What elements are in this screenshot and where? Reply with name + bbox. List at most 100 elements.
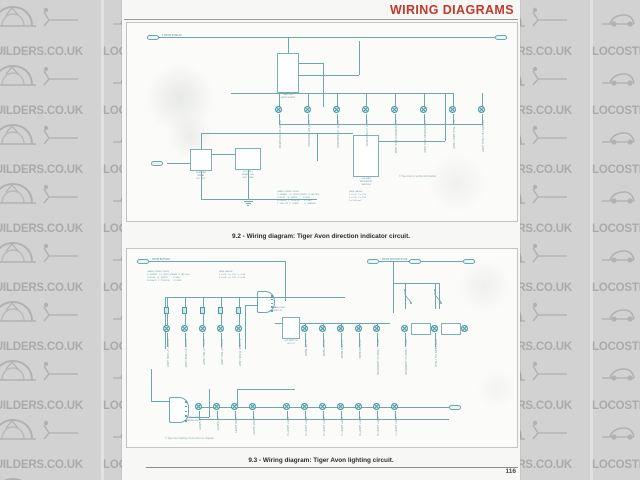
earth-point-10 (372, 402, 380, 410)
wire-segment (239, 333, 240, 347)
wire-segment (201, 133, 202, 149)
column-switch (353, 135, 379, 177)
earth-point-6-label: BODY EARTH 2 (304, 417, 308, 436)
switch-terminal (185, 405, 187, 408)
switch-terminal (185, 401, 187, 403)
figure-9-2-panel: 4 FROM FUSE A6 HAZ. SW SWITCH UNIT FLASH… (126, 22, 518, 222)
battery-terminal-label: FROM BATTERY (152, 258, 171, 262)
watermark-car-icon (0, 474, 80, 480)
wire-segment (317, 133, 318, 161)
wire-segment (201, 133, 317, 134)
watermark-tile: LOCOSTBUILDERS.CO.UK (0, 0, 100, 60)
wire-segment (305, 411, 306, 419)
wire-segment (167, 297, 168, 307)
fuse-5 (236, 307, 241, 314)
lighting-lamp-4 (216, 324, 224, 332)
switch-terminal (271, 310, 273, 312)
wire-segment (212, 154, 235, 155)
page-number: 116 (505, 468, 517, 475)
watermark-tile: LOCOSTBUILDERS.CO.UK (0, 59, 100, 119)
watermark-car-icon (600, 415, 640, 450)
indicator-lamp-2 (303, 105, 311, 113)
fuse-3 (200, 307, 205, 314)
wire-segment (221, 313, 222, 325)
wire-segment (308, 114, 309, 124)
watermark-tile: LOCOSTBUILDERS.CO.UK (592, 236, 640, 296)
wire-segment (279, 114, 280, 124)
earth-point-9 (354, 402, 362, 410)
wire-segment (237, 389, 295, 390)
headlamp-relay (169, 397, 189, 423)
watermark-label: LOCOSTBUILDERS.CO.UK (592, 105, 640, 117)
lighting-lamp-1 (162, 324, 170, 332)
wire-segment (337, 114, 338, 124)
supply-terminal (147, 34, 159, 40)
watermark-car-icon (0, 179, 80, 214)
wire-segment (199, 411, 200, 419)
lighting-lamp-7 (318, 324, 326, 332)
wire-segment (185, 297, 186, 307)
watermark-tile: LOCOSTBUILDERS.CO.UK (592, 295, 640, 355)
fuse-2 (182, 307, 187, 314)
wire-segment (482, 93, 483, 107)
lighting-lamp-11 (430, 324, 438, 332)
wire-segment (149, 261, 285, 262)
legend-gauge-title: WIRE GAUGE (219, 271, 233, 273)
wire-segment (209, 389, 210, 417)
earth-point-8-label: BODY EARTH 4 (340, 417, 344, 436)
wire-segment (151, 401, 169, 402)
wire-segment (245, 305, 246, 349)
wire-segment (366, 93, 367, 107)
battery-terminal (137, 258, 149, 264)
wire-segment (217, 411, 218, 419)
watermark-car-icon (600, 61, 640, 96)
lighting-lamp-3 (198, 324, 206, 332)
wire-segment (435, 333, 436, 347)
earth-point-2-label: R/H EARTH (216, 417, 220, 431)
wire-segment (185, 313, 186, 325)
watermark-label: LOCOSTBUILDERS.CO.UK (0, 282, 83, 294)
wire-segment (323, 411, 324, 419)
wire-segment (445, 93, 446, 141)
wire-segment (167, 313, 168, 325)
watermark-car-icon (0, 61, 80, 96)
wire-segment (299, 75, 359, 76)
legend-cable-title: CABLE / WIRE CODES (277, 191, 299, 193)
earth-point-11-label: BODY EARTH 7 (394, 417, 398, 436)
wire-segment (275, 323, 282, 324)
legend-gauge-values: 1 = 0.65 3 = 1.00 5 = 3.00 2 = 0.85 4 = … (219, 274, 246, 279)
wire-segment (395, 411, 396, 419)
watermark-tile: LOCOSTBUILDERS.CO.UK (592, 413, 640, 473)
column-switch-label: COLUMN INDICATOR SWITCH (360, 178, 372, 186)
wire-segment (323, 63, 324, 107)
watermark-label: LOCOSTBUILDERS.CO.UK (0, 223, 83, 235)
aux-terminal (151, 160, 163, 166)
switch-terminal (271, 306, 273, 308)
wire-segment (341, 333, 342, 347)
watermark-tile: LOCOSTBUILDERS.CO.UK (592, 118, 640, 178)
ignition-terminal-label: FROM IGNITION FUSE (382, 258, 408, 262)
wire-segment (288, 37, 289, 53)
indicator-lamp-7 (448, 105, 456, 113)
paper-stain (427, 153, 487, 213)
wire-segment (201, 199, 317, 200)
watermark-car-icon (600, 238, 640, 273)
ignition-terminal-3 (463, 258, 475, 264)
watermark-tile: LOCOSTBUILDERS.CO.UK (592, 472, 640, 480)
watermark-car-icon (0, 2, 80, 37)
wire-segment (337, 93, 338, 107)
main-light-switch (257, 291, 275, 313)
fuse-1 (164, 307, 169, 314)
wire-segment (167, 163, 190, 164)
earth-terminal (449, 404, 461, 410)
wire-segment (323, 333, 324, 347)
earth-point-2 (212, 402, 220, 410)
earth-point-5 (282, 402, 290, 410)
watermark-label: LOCOSTBUILDERS.CO.UK (0, 459, 83, 471)
watermark-label: LOCOSTBUILDERS.CO.UK (592, 282, 640, 294)
watermark-tile: LOCOSTBUILDERS.CO.UK (592, 354, 640, 414)
figure-9-2-caption: 9.2 - Wiring diagram: Tiger Avon directi… (232, 233, 410, 240)
wire-segment (424, 93, 425, 107)
earth-point-8 (336, 402, 344, 410)
